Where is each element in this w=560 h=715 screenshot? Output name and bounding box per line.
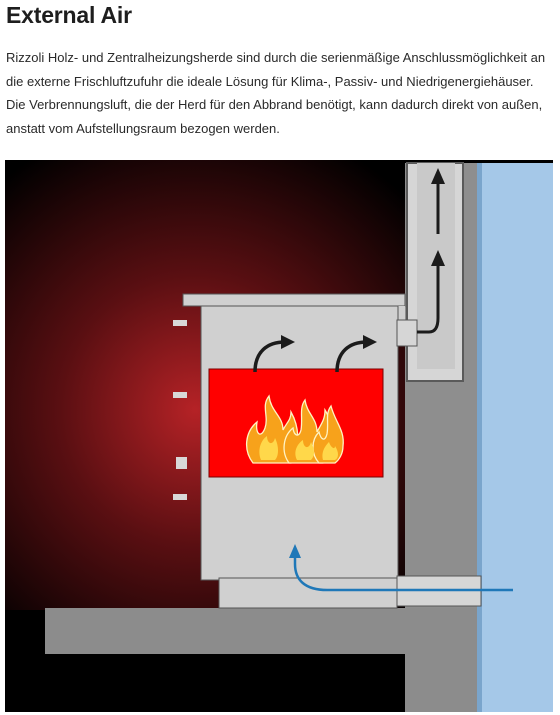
outside-area bbox=[477, 163, 553, 712]
stove-handle bbox=[173, 320, 187, 326]
page-title: External Air bbox=[6, 2, 132, 28]
stove-handle bbox=[173, 392, 187, 398]
description-paragraph: Rizzoli Holz- und Zentralheizungsherde s… bbox=[6, 50, 546, 136]
stove-knob bbox=[176, 457, 187, 469]
hot-air-arrow-icon bbox=[253, 340, 286, 373]
hot-air-arrowhead bbox=[363, 335, 377, 349]
exhaust-arrowhead bbox=[431, 250, 445, 266]
external-air-diagram bbox=[5, 160, 553, 712]
hot-air-arrow-icon bbox=[335, 340, 368, 373]
floor-slab-lower bbox=[405, 654, 477, 712]
hot-air-arrowhead bbox=[281, 335, 295, 349]
flue-connector bbox=[396, 319, 418, 347]
stove-top-plate bbox=[182, 293, 406, 307]
floor-slab bbox=[45, 608, 477, 654]
stove-base bbox=[218, 577, 398, 609]
exhaust-arrowhead-upper bbox=[431, 168, 445, 184]
flames-icon bbox=[246, 394, 344, 464]
fresh-air-inlet-arrow-icon bbox=[293, 556, 513, 592]
exhaust-up-arrow-icon bbox=[417, 262, 440, 334]
outside-edge bbox=[477, 163, 482, 712]
fresh-air-arrowhead bbox=[289, 544, 301, 558]
stove-handle bbox=[173, 494, 187, 500]
